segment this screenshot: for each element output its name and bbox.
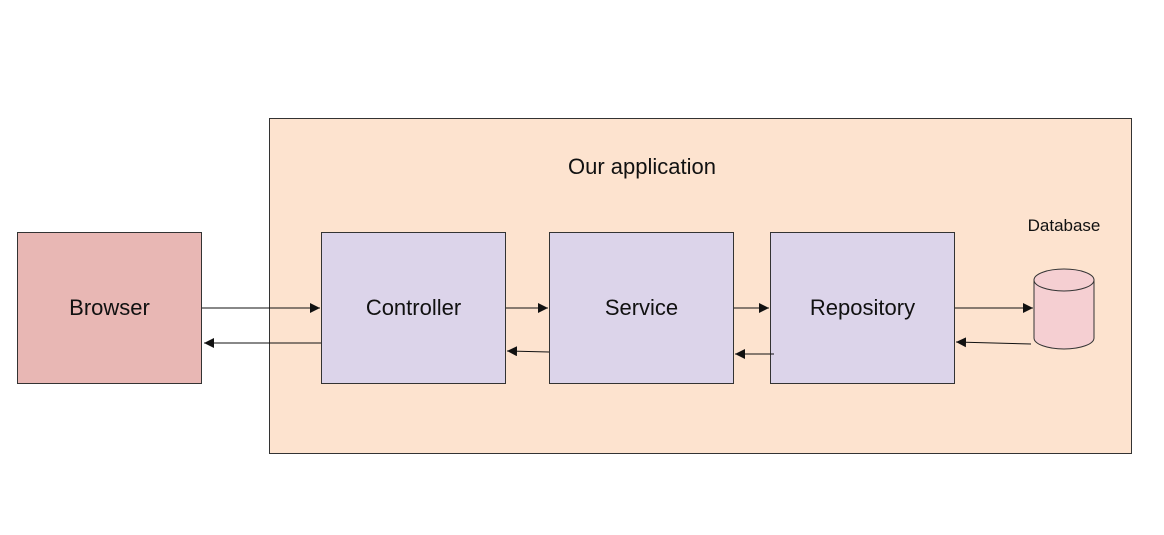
database-cylinder-body [1033,280,1095,350]
service-node: Service [549,232,734,384]
controller-label: Controller [365,295,462,320]
edge-service-to-controller [506,346,550,357]
database-cylinder-top [1033,268,1095,292]
browser-node: Browser [17,232,202,384]
edge-database-to-repository [955,337,1032,348]
repository-node: Repository [770,232,955,384]
controller-node: Controller [321,232,506,384]
repository-label: Repository [809,295,916,320]
application-title: Our application [568,154,716,179]
service-label: Service [604,295,679,320]
database-cylinder-icon [1033,268,1095,350]
database-label: Database [1027,216,1101,235]
browser-label: Browser [69,295,150,320]
